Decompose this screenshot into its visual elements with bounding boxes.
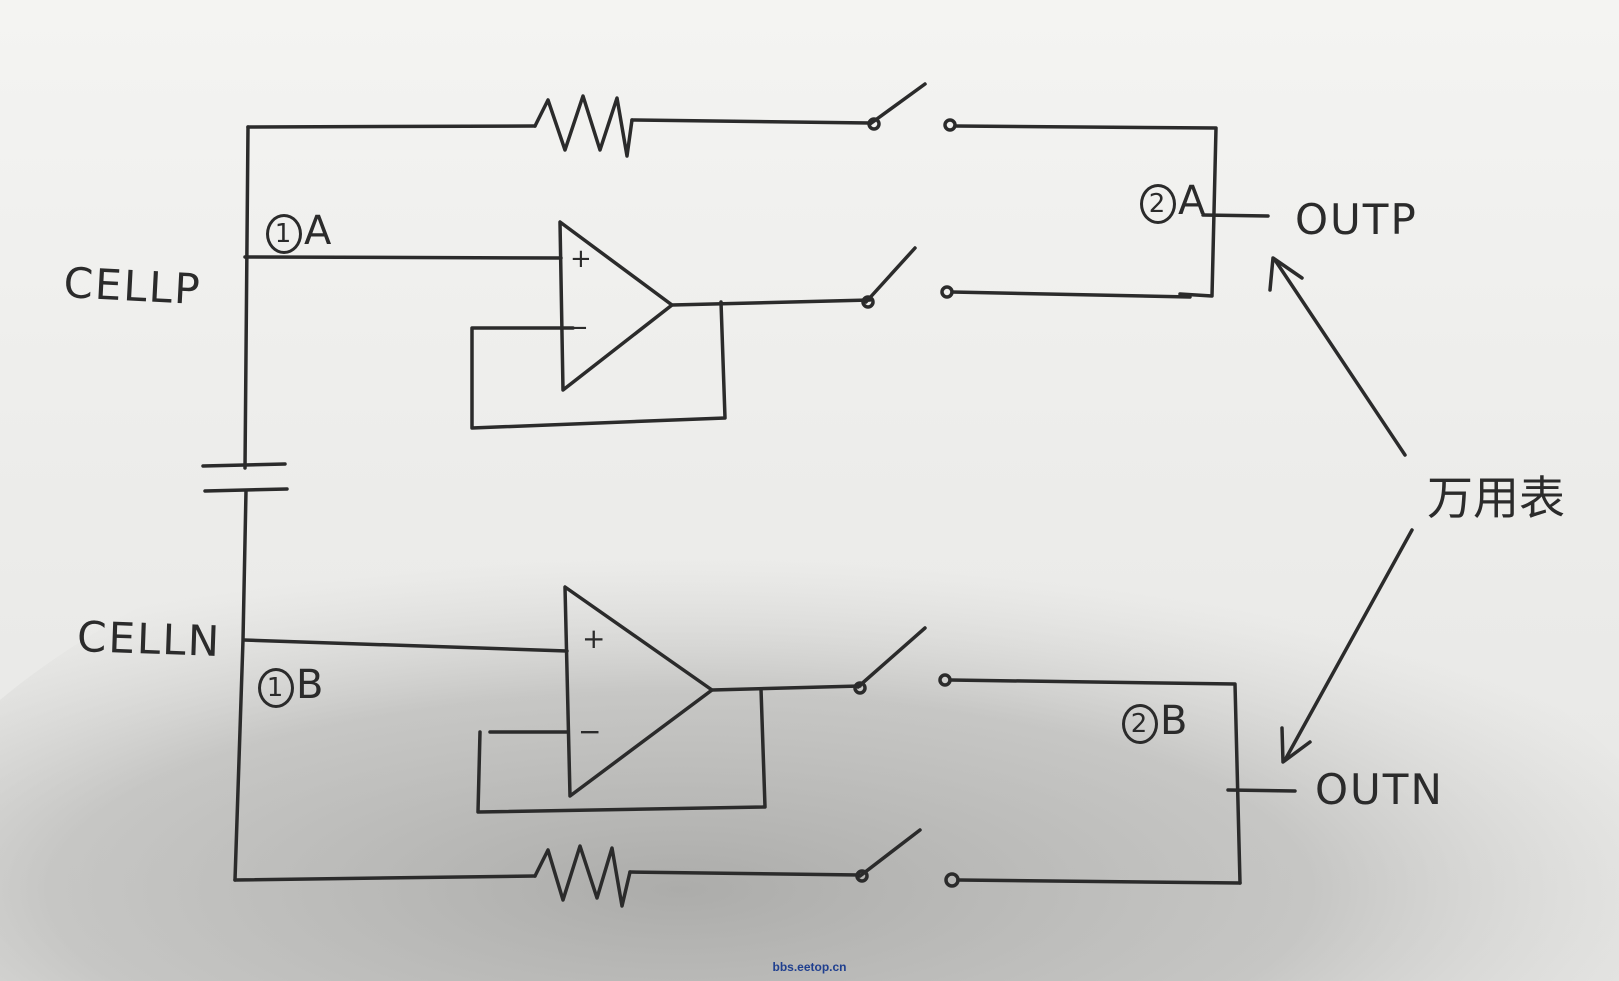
meter-arrow-up-head bbox=[1268, 256, 1304, 292]
top-wire-right bbox=[953, 124, 1218, 298]
meter-arrow-down bbox=[1283, 528, 1414, 762]
switch-top-contact bbox=[943, 118, 957, 132]
bottom-wire bbox=[233, 874, 537, 882]
opamp-top-minus: − bbox=[567, 313, 591, 343]
switch-top-pivot bbox=[867, 117, 881, 131]
switch-bottom bbox=[858, 828, 922, 878]
celln-label: CELLN bbox=[76, 612, 223, 666]
top-wire bbox=[246, 124, 537, 129]
meter-arrow-down-head bbox=[1280, 726, 1312, 764]
meter-arrow-up bbox=[1273, 258, 1407, 457]
outn-label: OUTN bbox=[1315, 765, 1444, 814]
node-1a-letter: A bbox=[304, 208, 334, 254]
left-rail-top bbox=[243, 125, 250, 470]
opamp-top-plus: + bbox=[570, 244, 594, 274]
resistor-top bbox=[533, 94, 634, 158]
cellp-label: CELLP bbox=[62, 258, 203, 315]
node-2b-letter: B bbox=[1160, 698, 1190, 744]
switch-bottom-contact bbox=[944, 872, 960, 888]
node-1b-number: 1 bbox=[258, 668, 294, 708]
opamp-bottom-feedback bbox=[476, 687, 767, 814]
wire-1b-to-opamp bbox=[242, 638, 569, 653]
resistor-bottom bbox=[533, 844, 632, 908]
node-2a-letter: A bbox=[1178, 178, 1208, 224]
multimeter-label: 万用表 bbox=[1427, 471, 1565, 525]
wire-1a-to-opamp bbox=[243, 255, 563, 260]
opamp-bottom-output bbox=[710, 684, 862, 692]
switch-top bbox=[868, 82, 927, 126]
bottom-wire-to-switch bbox=[628, 870, 862, 877]
outp-label: OUTP bbox=[1295, 195, 1418, 244]
node-2a-number: 2 bbox=[1140, 184, 1176, 224]
opamp-top-out-wire bbox=[950, 290, 1192, 299]
opamp-bottom-plus: + bbox=[582, 622, 608, 655]
top-wire-to-switch bbox=[630, 118, 872, 125]
node-1b-letter: B bbox=[296, 662, 326, 708]
switch-bottom-pivot bbox=[855, 869, 869, 883]
left-rail-bottom bbox=[233, 489, 248, 882]
opamp-bottom-minus: − bbox=[578, 715, 604, 748]
bottom-wire-right bbox=[956, 878, 1242, 885]
outp-lead bbox=[1201, 213, 1270, 218]
switch-mid-bottom-pivot bbox=[853, 681, 867, 695]
switch-mid-bottom bbox=[856, 626, 927, 689]
opamp-top-output bbox=[670, 298, 872, 307]
switch-mid-top bbox=[864, 246, 917, 304]
node-2b-number: 2 bbox=[1122, 704, 1158, 744]
node-1a-number: 1 bbox=[266, 214, 302, 254]
outn-lead bbox=[1226, 788, 1297, 793]
switch-mid-top-pivot bbox=[861, 295, 875, 309]
opamp-top bbox=[558, 220, 674, 392]
opamp-top-feedback bbox=[470, 300, 727, 430]
opamp-bottom bbox=[563, 585, 714, 798]
watermark-text: bbs.eetop.cn bbox=[772, 960, 847, 974]
bottom-mid-wire bbox=[948, 678, 1242, 885]
